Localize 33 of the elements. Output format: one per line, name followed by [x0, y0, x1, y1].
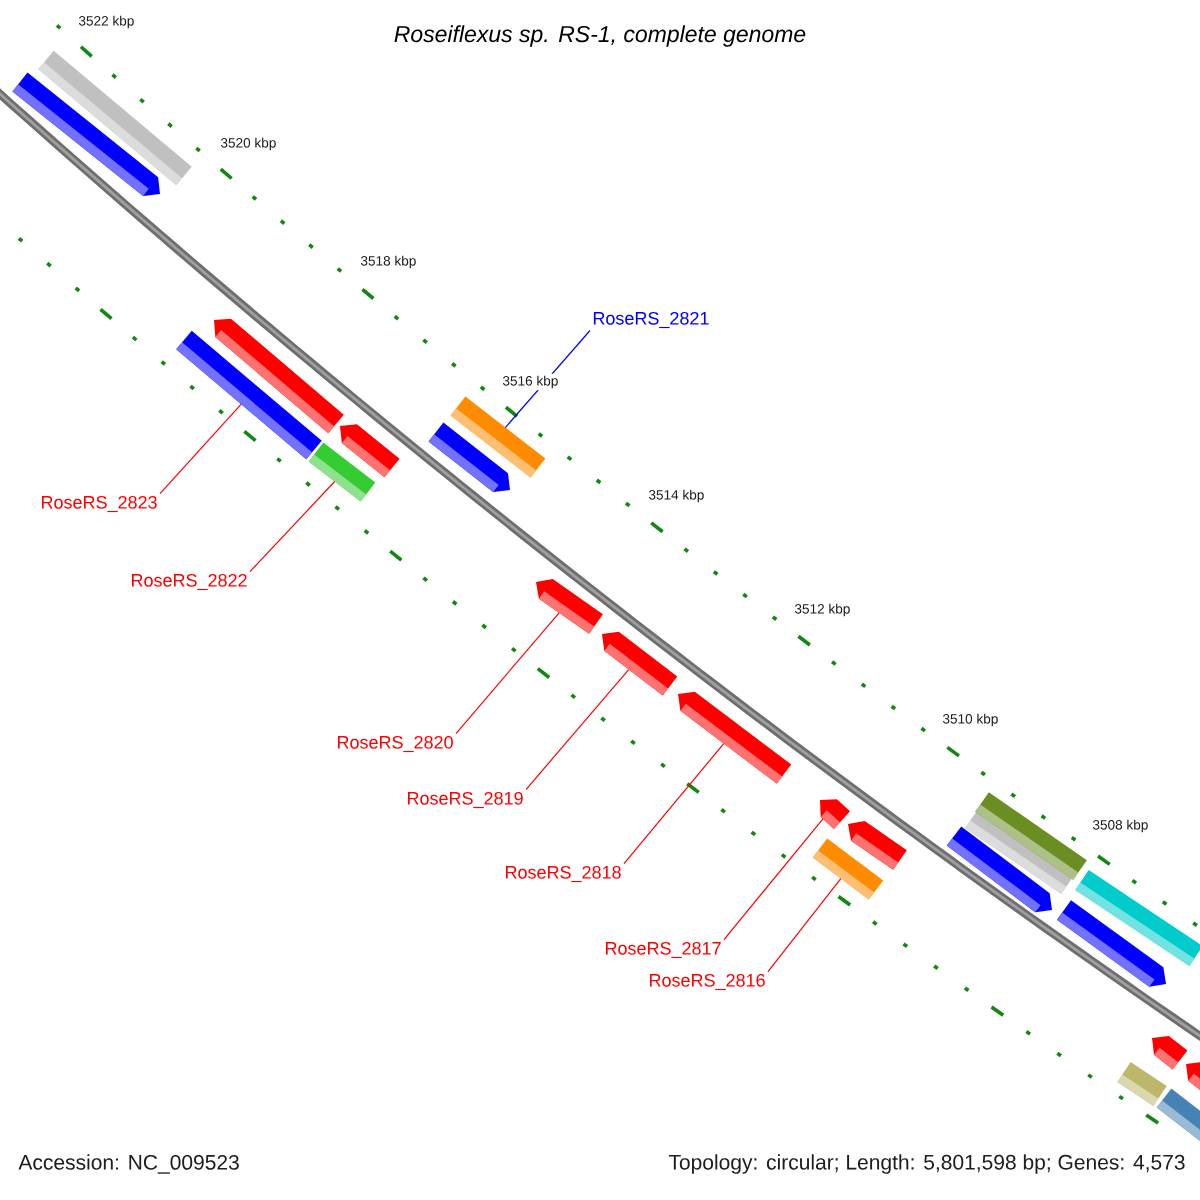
gene-bar — [602, 631, 678, 696]
title: Roseiflexus sp. RS-1, complete genome — [394, 25, 806, 47]
gene-label: RoseRS_2816 — [650, 973, 765, 991]
gene-label: RoseRS_2823 — [42, 495, 157, 513]
gene-label: RoseRS_2820 — [338, 735, 453, 753]
gene-bar — [450, 396, 546, 478]
gene-label: RoseRS_2822 — [132, 573, 247, 591]
info-text: Topology: circular; Length: 5,801,598 bp; Genes: 4,573 — [666, 1152, 1188, 1176]
leader-line — [767, 878, 842, 973]
gene-label: RoseRS_2821 — [593, 311, 709, 329]
leader-line — [159, 403, 242, 495]
leader-line — [723, 818, 824, 941]
gene-bar — [848, 820, 907, 870]
gene-bar — [820, 799, 851, 829]
gene-label: RoseRS_2819 — [408, 791, 523, 809]
leader-line — [525, 668, 630, 791]
gene-bar — [536, 579, 603, 634]
gene-bar — [214, 318, 344, 434]
leader-line — [249, 480, 336, 573]
gene-bar — [975, 792, 1087, 880]
gene-label: RoseRS_2817 — [606, 941, 721, 959]
gene-bar — [1152, 1036, 1188, 1070]
gene-bar — [1186, 1061, 1200, 1094]
gene-bar — [1075, 870, 1200, 966]
gene-bar — [1117, 1062, 1167, 1106]
gene-bar — [1156, 1088, 1200, 1142]
gene-bar — [38, 50, 192, 186]
gene-label: RoseRS_2818 — [506, 865, 621, 883]
info-text: Accession: NC_009523 — [16, 1152, 242, 1176]
gene-bar — [340, 424, 400, 478]
gene-bar — [678, 691, 792, 784]
leader-line — [455, 612, 560, 735]
leader-line — [623, 743, 725, 865]
